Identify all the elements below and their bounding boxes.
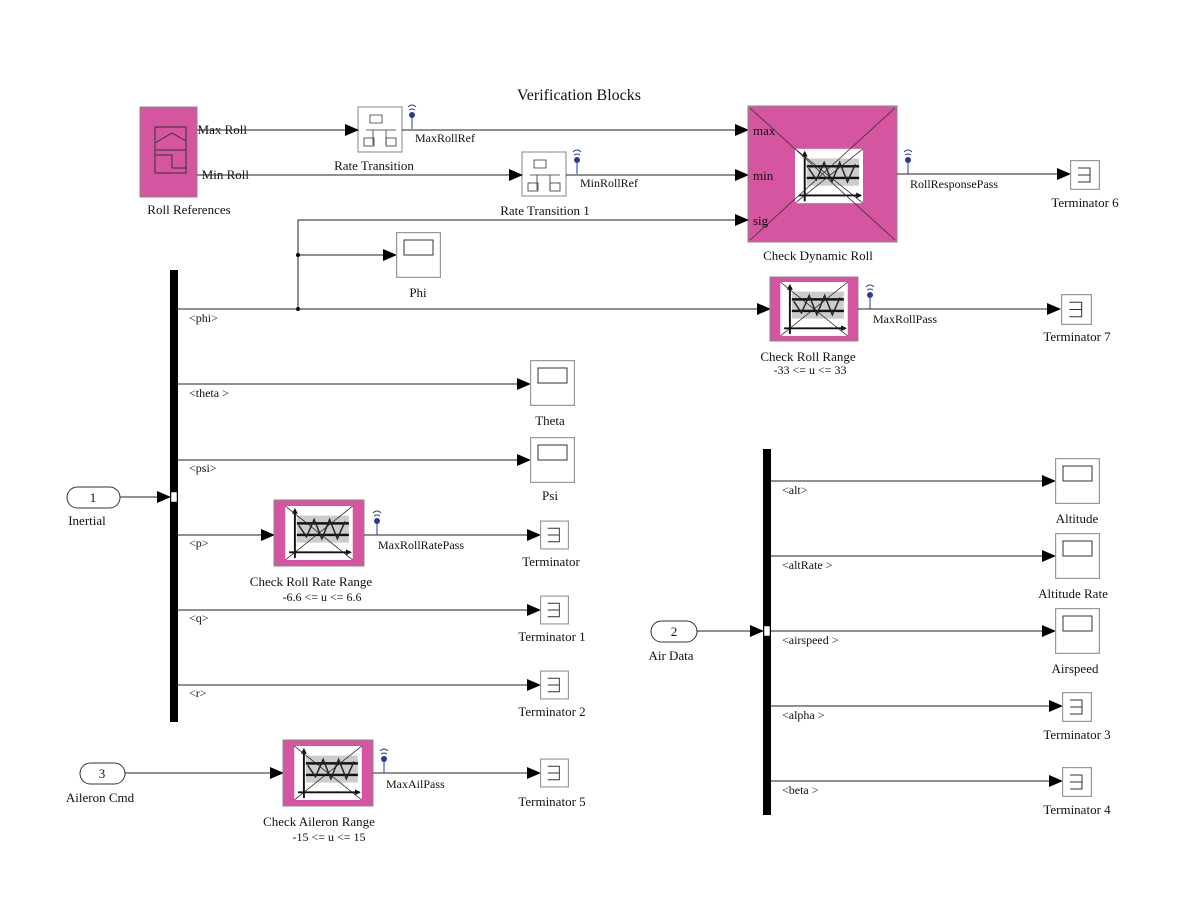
check-roll-range-label: Check Roll Range bbox=[760, 349, 856, 364]
assertion-icon bbox=[283, 506, 355, 560]
altitude-rate-scope-block[interactable] bbox=[1055, 533, 1100, 579]
signal-label-max-roll-rate-pass: MaxRollRatePass bbox=[378, 538, 464, 552]
signal-label-max-roll-pass: MaxRollPass bbox=[873, 312, 937, 326]
terminator-7-label: Terminator 7 bbox=[1043, 329, 1111, 344]
terminator-1-label: Terminator 1 bbox=[518, 629, 585, 644]
terminator-label: Terminator bbox=[522, 554, 580, 569]
signal-logging-icon bbox=[903, 149, 913, 175]
check-aileron-range-condition: -15 <= u <= 15 bbox=[292, 830, 365, 844]
theta-scope-label: Theta bbox=[535, 413, 565, 428]
terminator-5-block[interactable] bbox=[540, 758, 569, 788]
theta-scope-block[interactable] bbox=[530, 360, 575, 406]
inport-2[interactable]: 2 bbox=[650, 620, 698, 643]
roll-references-label: Roll References bbox=[147, 202, 230, 217]
psi-scope-label: Psi bbox=[542, 488, 558, 503]
bus-signal-label: <phi> bbox=[189, 311, 218, 325]
bus-signal-label: <q> bbox=[189, 611, 209, 625]
signal-label-max-ail-pass: MaxAilPass bbox=[386, 777, 445, 791]
bus-signal-label: <alpha > bbox=[782, 708, 825, 722]
bus-signal-label: <airspeed > bbox=[782, 633, 839, 647]
port-label-max: max bbox=[753, 123, 776, 138]
check-roll-rate-range-condition: -6.6 <= u <= 6.6 bbox=[282, 590, 361, 604]
signal-label-max-roll-ref: MaxRollRef bbox=[415, 131, 475, 145]
bus-signal-label: <r> bbox=[189, 686, 207, 700]
terminator-2-label: Terminator 2 bbox=[518, 704, 585, 719]
inport-3-number: 3 bbox=[99, 766, 106, 781]
airspeed-scope-label: Airspeed bbox=[1052, 661, 1099, 676]
inport-2-number: 2 bbox=[671, 624, 678, 639]
check-aileron-range-label: Check Aileron Range bbox=[263, 814, 375, 829]
inport-1-label: Inertial bbox=[68, 513, 106, 528]
terminator-4-label: Terminator 4 bbox=[1043, 802, 1111, 817]
terminator-block[interactable] bbox=[540, 520, 569, 550]
assertion-icon bbox=[778, 282, 850, 336]
port-label-min: min bbox=[753, 168, 774, 183]
bus-signal-label: <psi> bbox=[189, 461, 217, 475]
terminator-3-label: Terminator 3 bbox=[1043, 727, 1110, 742]
check-roll-rate-range-label: Check Roll Rate Range bbox=[250, 574, 373, 589]
check-roll-range-condition: -33 <= u <= 33 bbox=[773, 363, 846, 377]
altitude-scope-block[interactable] bbox=[1055, 458, 1100, 504]
assertion-icon bbox=[292, 746, 364, 800]
terminator-6-label: Terminator 6 bbox=[1051, 195, 1119, 210]
airspeed-scope-block[interactable] bbox=[1055, 608, 1100, 654]
inport-3-label: Aileron Cmd bbox=[66, 790, 135, 805]
check-dynamic-roll-label: Check Dynamic Roll bbox=[763, 248, 873, 263]
check-aileron-range-block[interactable] bbox=[282, 739, 374, 807]
signal-builder-icon bbox=[154, 126, 187, 174]
signal-logging-icon bbox=[407, 104, 417, 130]
inport-2-label: Air Data bbox=[648, 648, 693, 663]
terminator-6-block[interactable] bbox=[1070, 160, 1100, 190]
signal-logging-icon bbox=[379, 748, 389, 774]
check-dynamic-roll-block[interactable] bbox=[747, 105, 898, 243]
bus-signal-label: <alt> bbox=[782, 483, 808, 497]
bus-port-icon bbox=[763, 625, 771, 637]
rate-transition-1-label: Rate Transition 1 bbox=[500, 203, 590, 218]
check-roll-range-block[interactable] bbox=[769, 276, 859, 342]
phi-scope-block[interactable] bbox=[396, 232, 441, 278]
signal-logging-icon bbox=[865, 284, 875, 310]
terminator-5-label: Terminator 5 bbox=[518, 794, 585, 809]
bus-signal-label: <beta > bbox=[782, 783, 819, 797]
bus-signal-label: <p> bbox=[189, 536, 209, 550]
signal-label-min-roll-ref: MinRollRef bbox=[580, 176, 638, 190]
altitude-scope-label: Altitude bbox=[1056, 511, 1099, 526]
terminator-3-block[interactable] bbox=[1062, 692, 1092, 722]
psi-scope-block[interactable] bbox=[530, 437, 575, 483]
terminator-2-block[interactable] bbox=[540, 670, 569, 700]
signal-line-sig[interactable] bbox=[297, 214, 749, 309]
phi-scope-label: Phi bbox=[409, 285, 427, 300]
port-label-sig: sig bbox=[753, 213, 769, 228]
assertion-icon bbox=[795, 147, 863, 205]
diagram-title: Verification Blocks bbox=[517, 87, 641, 104]
signal-label-roll-response-pass: RollResponsePass bbox=[910, 177, 998, 191]
rate-transition-label: Rate Transition bbox=[334, 158, 414, 173]
altitude-rate-scope-label: Altitude Rate bbox=[1038, 586, 1108, 601]
check-roll-rate-range-block[interactable] bbox=[273, 499, 365, 567]
rate-transition-block[interactable] bbox=[357, 106, 403, 153]
branch-point bbox=[296, 253, 300, 257]
terminator-7-block[interactable] bbox=[1061, 294, 1092, 325]
bus-port-icon bbox=[170, 491, 178, 503]
signal-logging-icon bbox=[572, 149, 582, 175]
bus-signal-label: <altRate > bbox=[782, 558, 833, 572]
inport-3[interactable]: 3 bbox=[79, 762, 126, 785]
inport-1[interactable]: 1 bbox=[66, 486, 121, 509]
terminator-1-block[interactable] bbox=[540, 595, 569, 625]
signal-logging-icon bbox=[372, 510, 382, 536]
roll-references-block[interactable] bbox=[139, 106, 198, 198]
inport-1-number: 1 bbox=[90, 490, 97, 505]
terminator-4-block[interactable] bbox=[1062, 767, 1092, 797]
bus-signal-label: <theta > bbox=[189, 386, 229, 400]
rate-transition-1-block[interactable] bbox=[521, 151, 567, 197]
